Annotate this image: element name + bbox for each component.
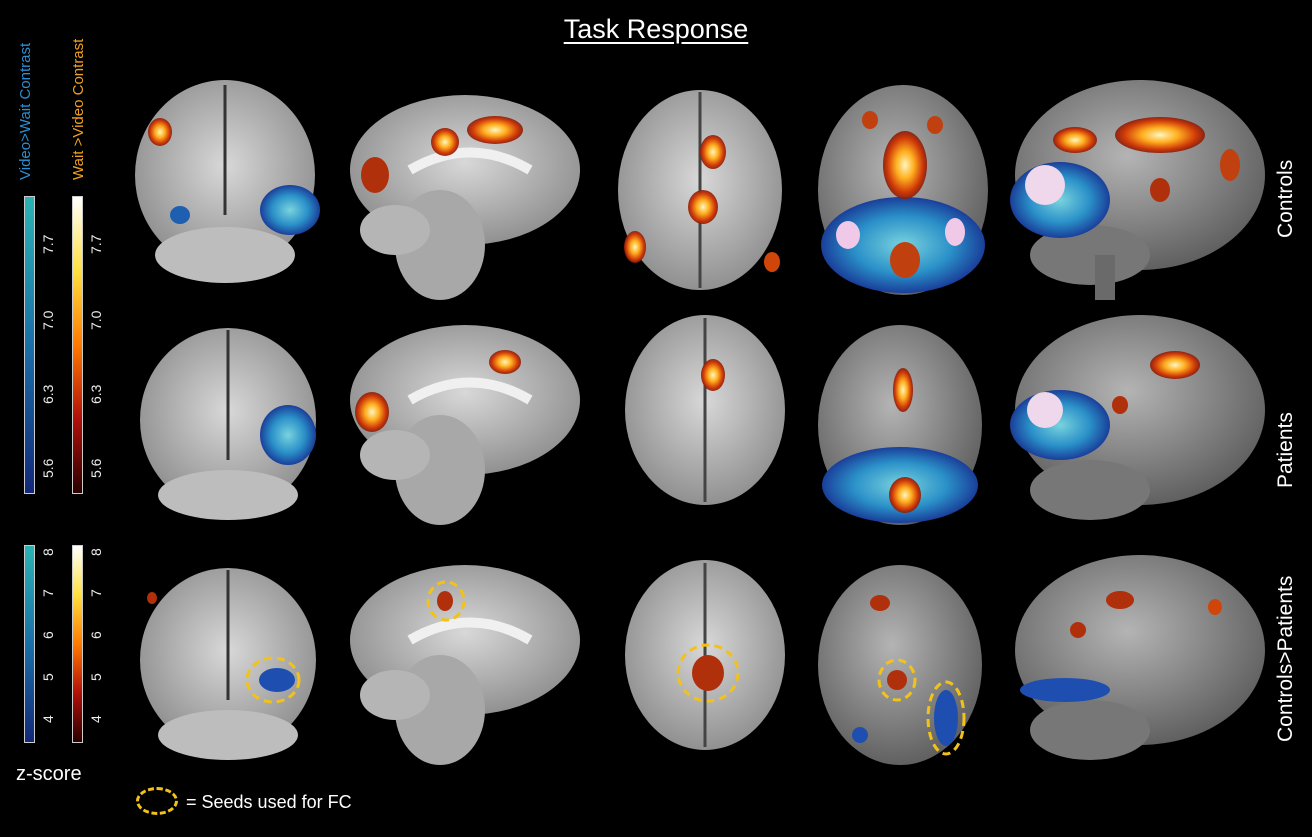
row2-coronal-slice xyxy=(140,328,316,520)
tick-hot-4: 4 xyxy=(88,715,104,723)
row2-lateral-surface xyxy=(1010,315,1265,520)
row1-lateral-surface xyxy=(1010,80,1265,300)
cool-colorbar-bottom xyxy=(24,545,35,743)
row-label-controls: Controls xyxy=(1274,159,1297,238)
row3-axial-slice xyxy=(625,560,785,750)
tick-hot-7: 7 xyxy=(88,589,104,597)
tick-hot-6-3: 6.3 xyxy=(88,384,104,404)
tick-cool-7-0: 7.0 xyxy=(40,310,56,330)
tick-hot-5: 5 xyxy=(88,673,104,681)
tick-cool-6-3: 6.3 xyxy=(40,384,56,404)
tick-hot-7-0: 7.0 xyxy=(88,310,104,330)
tick-hot-7-7: 7.7 xyxy=(88,234,104,254)
tick-cool-5-6: 5.6 xyxy=(40,458,56,478)
row3-sagittal-slice xyxy=(350,565,580,765)
row2-axial-slice xyxy=(625,315,785,505)
tick-cool-7: 7 xyxy=(40,589,56,597)
tick-cool-8: 8 xyxy=(40,548,56,556)
row-label-patients: Patients xyxy=(1274,412,1297,488)
video-wait-contrast-label: Video>Wait Contrast xyxy=(17,42,34,180)
row1-axial-slice xyxy=(618,90,782,290)
row2-sagittal-slice xyxy=(350,325,580,525)
seed-legend-ellipse xyxy=(136,787,178,815)
row3-coronal-slice xyxy=(140,568,316,760)
tick-cool-4: 4 xyxy=(40,715,56,723)
figure-title: Task Response xyxy=(563,14,749,44)
tick-cool-5: 5 xyxy=(40,673,56,681)
row1-top-surface xyxy=(818,85,988,295)
row3-top-surface xyxy=(818,565,982,765)
tick-cool-6: 6 xyxy=(40,631,56,639)
tick-hot-6: 6 xyxy=(88,631,104,639)
row1-coronal-slice xyxy=(135,80,320,283)
hot-colorbar-bottom xyxy=(72,545,83,743)
hot-colorbar-top xyxy=(72,196,83,494)
tick-cool-7-7: 7.7 xyxy=(40,234,56,254)
cool-colorbar-top xyxy=(24,196,35,494)
row2-top-surface xyxy=(818,325,982,525)
wait-video-contrast-label: Wait >Video Contrast xyxy=(70,38,87,180)
tick-hot-5-6: 5.6 xyxy=(88,458,104,478)
row1-sagittal-slice xyxy=(350,95,580,300)
row-label-controls-patients: Controls>Patients xyxy=(1274,575,1297,742)
z-score-label: z-score xyxy=(16,763,82,785)
row3-lateral-surface xyxy=(1015,555,1265,760)
tick-hot-8: 8 xyxy=(88,548,104,556)
seed-legend-text: = Seeds used for FC xyxy=(186,792,352,812)
